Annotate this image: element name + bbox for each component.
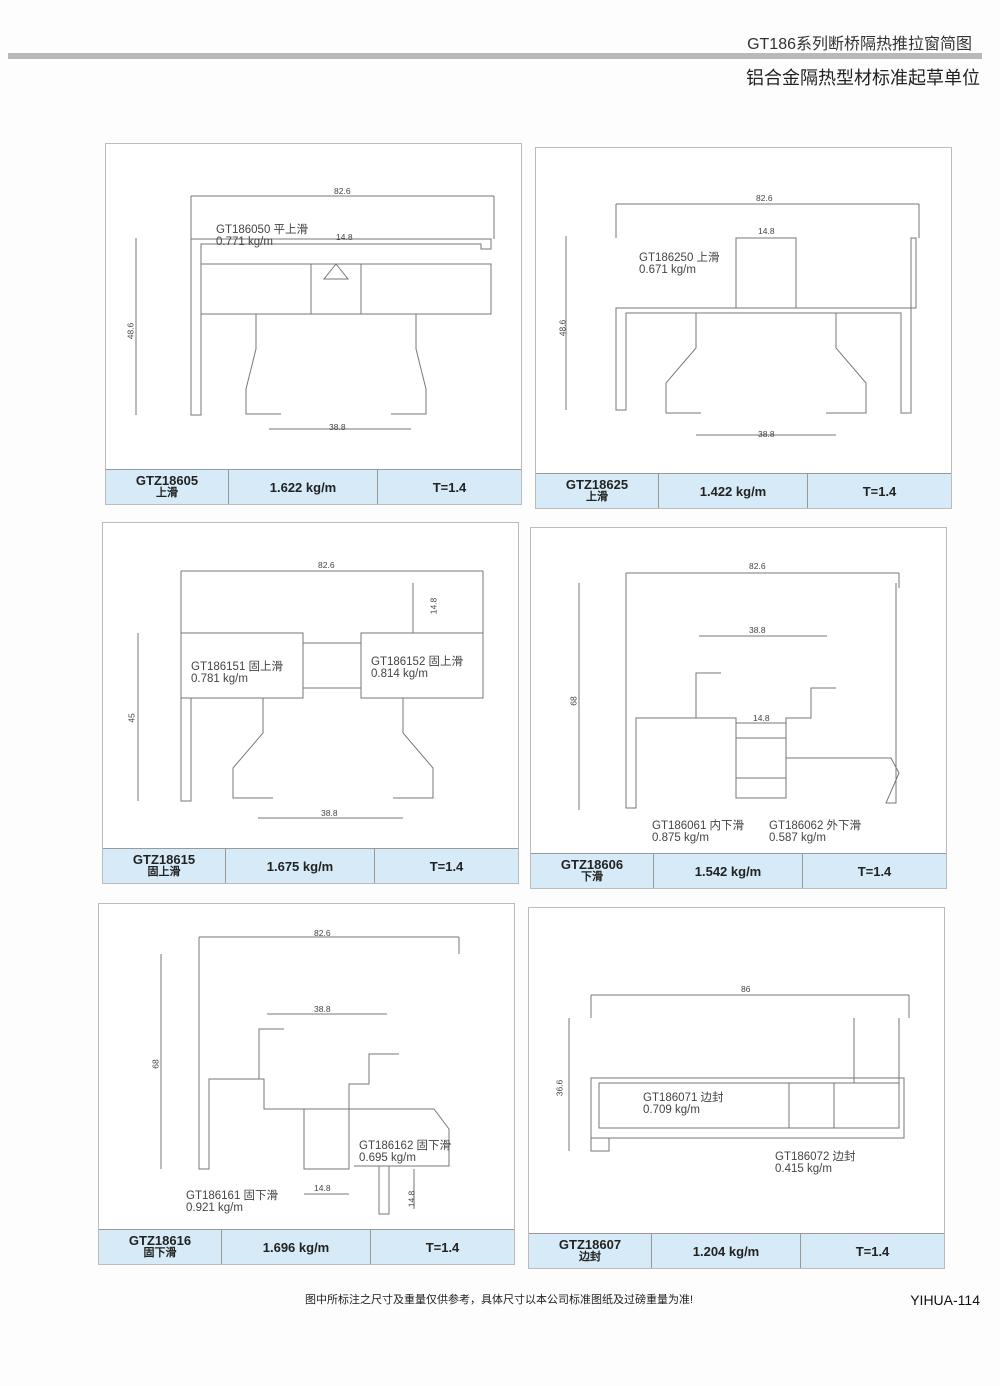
footer-note: 图中所标注之尺寸及重量仅供参考，具体尺寸以本公司标准图纸及过磅重量为准! [305,1294,694,1306]
profile-code: GTZ18615 [132,852,196,867]
dim-height: 36.6 [554,1079,565,1097]
profile-code: GTZ18607 [558,1237,622,1252]
profile-weight: 1.696 kg/m [222,1230,371,1264]
profile-code: GTZ18616 [128,1233,192,1248]
dim-height: 45 [126,713,137,723]
dim-inner: 38.8 [329,422,346,432]
profile-weight: 1.422 kg/m [659,474,808,508]
dim-inner: 38.8 [758,429,775,439]
dim-height: 48.6 [125,322,136,340]
dim-bridge: 14.8 [758,226,775,236]
profile-weight: 1.675 kg/m [226,849,375,883]
profile-thickness: T=1.4 [425,1239,460,1255]
dim-width: 82.6 [334,186,351,196]
profile-thickness: T=1.4 [862,483,897,499]
dim-bridge: 14.8 [314,1183,331,1193]
dim-inner: 38.8 [321,808,338,818]
dim-bridge-2: 14.8 [406,1190,417,1208]
profile-weight: 1.622 kg/m [229,470,378,504]
profile-drawing [565,203,920,436]
profile-name: 上滑 [586,491,608,503]
dim-width: 86 [741,984,751,994]
dim-bridge: 14.8 [753,713,770,723]
profile-thickness: T=1.4 [429,858,464,874]
dim-width: 82.6 [749,561,766,571]
profile-code: GTZ18606 [560,857,624,872]
dim-width: 82.6 [314,928,331,938]
subtitle: 铝合金隔热型材标准起草单位 [746,68,980,88]
profile-weight: 1.204 kg/m [652,1234,801,1268]
profile-weight: 1.542 kg/m [654,854,803,888]
profile-drawing [137,570,484,819]
dim-inner: 38.8 [314,1004,331,1014]
series-title: GT186系列断桥隔热推拉窗简图 [747,36,972,53]
profile-code: GTZ18625 [565,477,629,492]
dim-width: 82.6 [756,193,773,203]
profile-drawing [135,195,495,430]
profile-thickness: T=1.4 [855,1243,890,1259]
profile-name: 上滑 [156,487,178,499]
profile-name: 固上滑 [147,866,181,878]
dim-bridge: 14.8 [336,232,353,242]
profile-drawing [568,994,910,1152]
page-number: YIHUA-114 [910,1292,980,1308]
profile-drawing [578,572,900,810]
profile-code: GTZ18605 [135,473,199,488]
dim-height: 48.6 [557,319,568,337]
profile-drawing [160,936,460,1215]
dim-height: 68 [568,696,579,706]
dim-inner: 38.8 [749,625,766,635]
profile-name: 边封 [579,1251,601,1263]
dim-width: 82.6 [318,560,335,570]
profile-name: 固下滑 [143,1247,177,1259]
profile-thickness: T=1.4 [432,479,467,495]
header-divider [8,53,982,59]
dim-height: 68 [150,1059,161,1069]
dim-bridge: 14.8 [428,597,439,615]
profile-name: 下滑 [581,871,603,883]
profile-thickness: T=1.4 [857,863,892,879]
